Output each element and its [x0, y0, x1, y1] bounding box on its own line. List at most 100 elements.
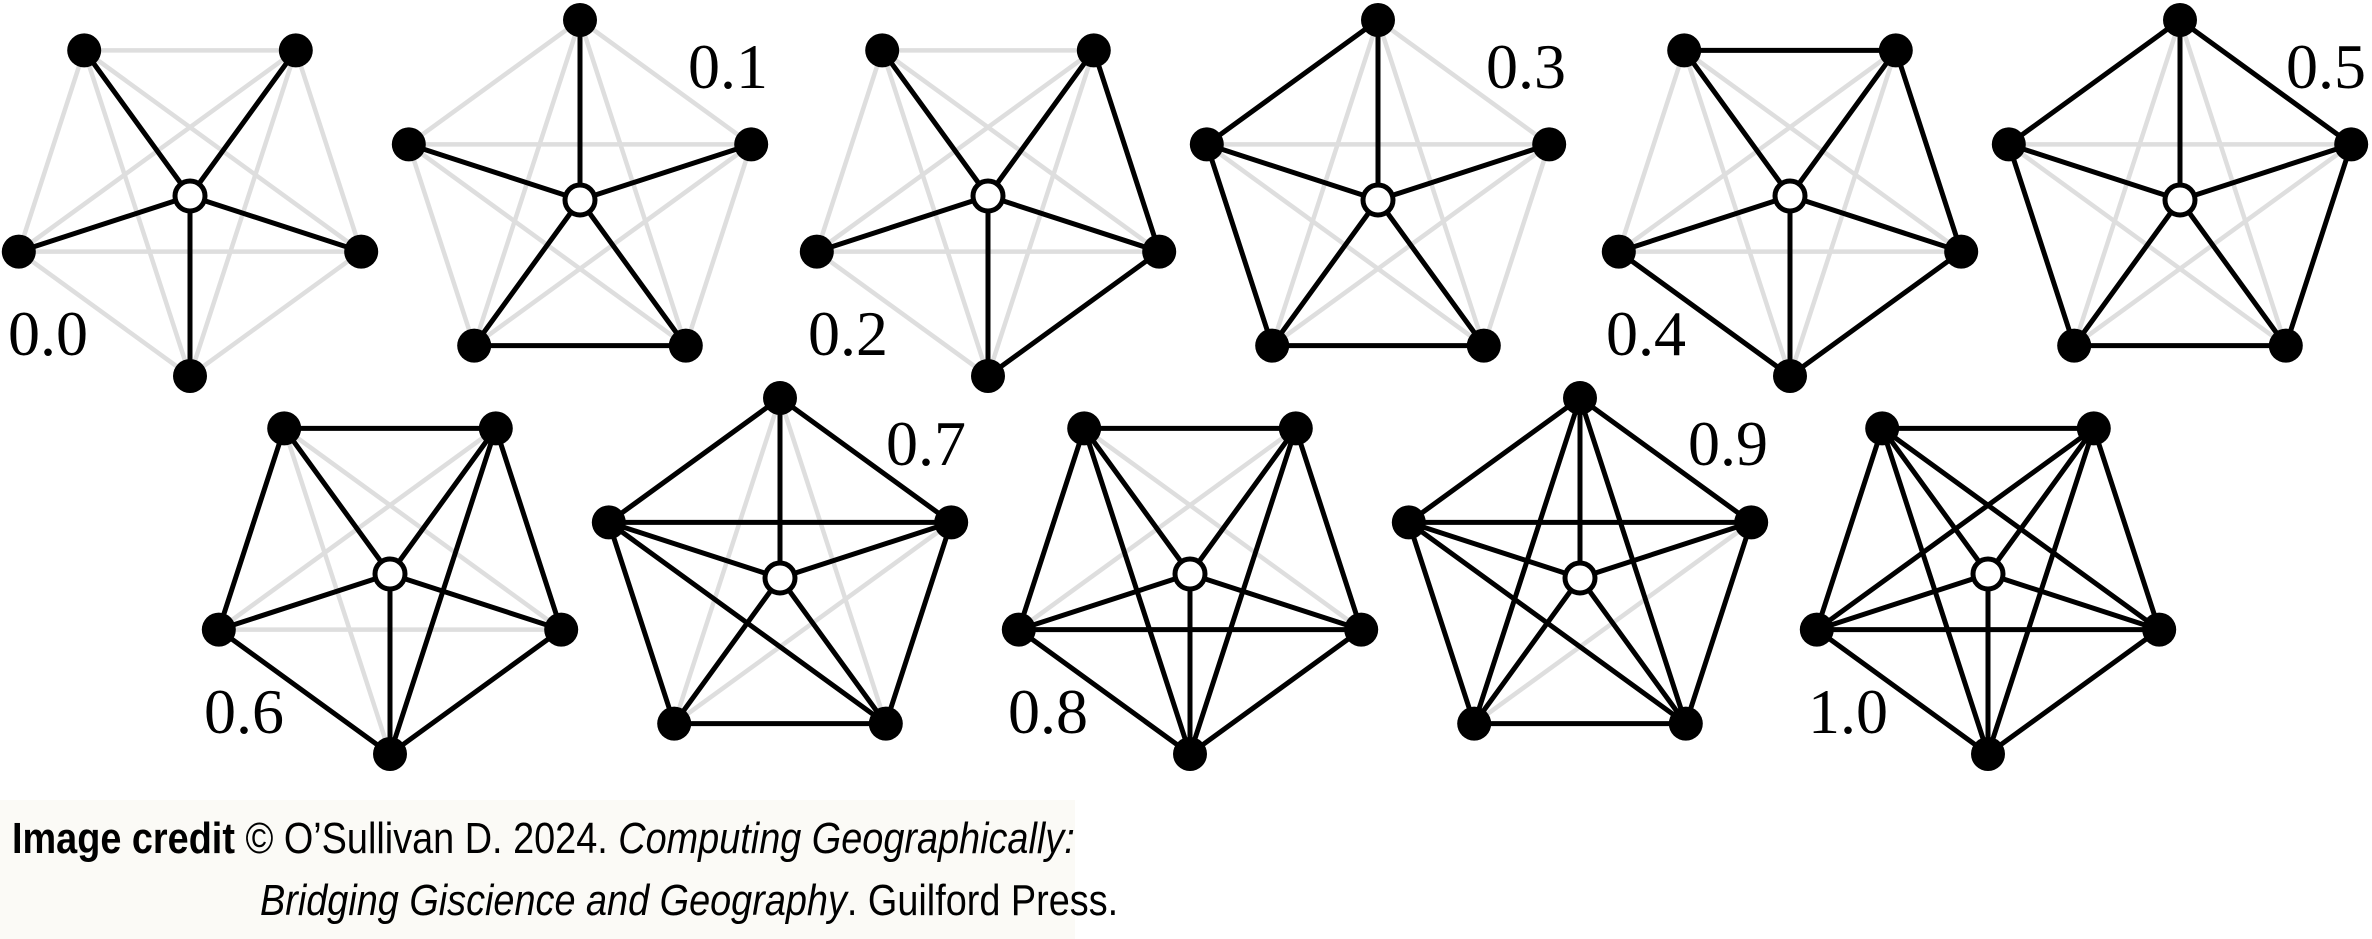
outer-node-1: [201, 612, 236, 647]
spokes: [1406, 395, 1754, 727]
spoke-edge-4: [1204, 141, 1381, 203]
outer-node-3: [1457, 706, 1492, 741]
inactive-edge-0-4: [187, 249, 364, 379]
active-edge-0-1: [777, 395, 954, 525]
active-edge-3-4: [1406, 519, 1477, 727]
active-edge-0-4: [1204, 17, 1381, 147]
outer-node-0: [1361, 3, 1395, 37]
outer-node-4: [1142, 234, 1177, 269]
active-edge-0-4: [985, 249, 1162, 379]
outer-node-1: [934, 505, 969, 540]
active-edge-0-1: [1016, 627, 1193, 757]
hub-node: [970, 178, 1006, 214]
outer-node-2: [1667, 33, 1702, 68]
active-edges: [1204, 17, 1487, 349]
hub-node: [2162, 182, 2198, 218]
active-edge-3-4: [1293, 425, 1364, 633]
outer-node-1: [1799, 612, 1834, 647]
panel-label: 0.8: [1008, 676, 1088, 747]
spoke-edge-2: [1081, 425, 1193, 577]
outer-node-1: [1734, 505, 1769, 540]
panel-label: 0.6: [204, 676, 284, 747]
active-edge-0-4: [2006, 17, 2183, 147]
panel-0-2: 0.2: [799, 33, 1177, 393]
active-edges: [2006, 17, 2354, 349]
outer-node-3: [478, 411, 513, 446]
panel-1-0: 1.0: [1799, 411, 2177, 771]
spoke-edge-4: [187, 193, 364, 255]
spoke-edge-3: [1269, 197, 1381, 349]
active-edge-0-4: [387, 627, 564, 757]
inactive-edge-1-2: [814, 48, 885, 254]
panel-0-9: 0.9: [1391, 381, 1769, 741]
spoke-edge-4: [1406, 519, 1583, 581]
panel-0-8: 0.8: [1001, 411, 1379, 771]
spokes: [406, 17, 754, 349]
outer-node-2: [1466, 328, 1501, 363]
outer-node-1: [1532, 127, 1567, 162]
outer-node-3: [1878, 33, 1913, 68]
outer-node-4: [344, 234, 379, 269]
spoke-edge-3: [2071, 197, 2183, 349]
spoke-edge-4: [606, 519, 783, 581]
spoke-edge-3: [1187, 425, 1299, 577]
spoke-edge-2: [1375, 197, 1487, 349]
outer-node-4: [2142, 612, 2177, 647]
inactive-edge-3-4: [293, 48, 364, 254]
active-edge-3-4: [1893, 47, 1964, 255]
credit-publisher: . Guilford Press.: [846, 876, 1119, 925]
panel-0-0: 0.0: [1, 33, 379, 393]
outer-node-2: [868, 706, 903, 741]
active-edge-0-4: [606, 395, 783, 525]
active-edge-0-1: [1616, 249, 1793, 379]
active-edge-0-4: [1787, 249, 1964, 379]
spoke-edge-1: [2177, 141, 2354, 203]
active-edge-3-4: [2091, 425, 2162, 633]
spoke-edge-2: [777, 575, 889, 727]
spoke-edge-3: [985, 47, 1097, 199]
panel-0-4: 0.4: [1601, 33, 1979, 393]
inactive-edge-0-4: [406, 17, 583, 147]
active-edge-1-2: [1683, 519, 1754, 727]
inactive-edge-0-1: [16, 249, 193, 379]
outer-node-3: [1255, 328, 1290, 363]
outer-node-0: [1773, 359, 1807, 393]
credit-author: © O’Sullivan D. 2024.: [245, 814, 608, 863]
spoke-edge-2: [1681, 47, 1793, 199]
outer-node-2: [865, 33, 900, 68]
spoke-edge-3: [387, 425, 499, 577]
outer-node-4: [591, 505, 626, 540]
outer-node-3: [278, 33, 313, 68]
outer-node-2: [67, 33, 102, 68]
hub-node: [1970, 556, 2006, 592]
spokes: [1204, 17, 1552, 349]
active-edges: [985, 47, 1162, 379]
credit-title-part2: Bridging Giscience and Geography: [260, 876, 847, 925]
hub-node: [762, 560, 798, 596]
active-edge-3-4: [1091, 47, 1162, 255]
outer-node-1: [799, 234, 834, 269]
panel-0-6: 0.6: [201, 411, 579, 771]
outer-node-3: [2076, 411, 2111, 446]
outer-node-4: [1991, 127, 2026, 162]
spokes: [1016, 425, 1364, 757]
active-edge-1-2: [883, 519, 954, 727]
active-edge-0-1: [2177, 17, 2354, 147]
outer-node-0: [1971, 737, 2005, 771]
active-edge-0-4: [1406, 395, 1583, 525]
image-credit: Image credit © O’Sullivan D. 2024. Compu…: [0, 800, 1118, 939]
outer-node-0: [763, 381, 797, 415]
credit-title-part1: Computing Geographically:: [618, 814, 1075, 863]
spoke-edge-1: [1016, 571, 1193, 633]
panel-label: 0.0: [8, 298, 88, 369]
outer-node-1: [1601, 234, 1636, 269]
inactive-edge-1-2: [683, 142, 754, 348]
spoke-edge-4: [2006, 141, 2183, 203]
spoke-edge-3: [1471, 575, 1583, 727]
outer-node-0: [173, 359, 207, 393]
spoke-edge-4: [1187, 571, 1364, 633]
outer-node-1: [1, 234, 36, 269]
hub-node: [1172, 556, 1208, 592]
panel-0-1: 0.1: [391, 3, 769, 363]
hub-node: [1772, 178, 1808, 214]
